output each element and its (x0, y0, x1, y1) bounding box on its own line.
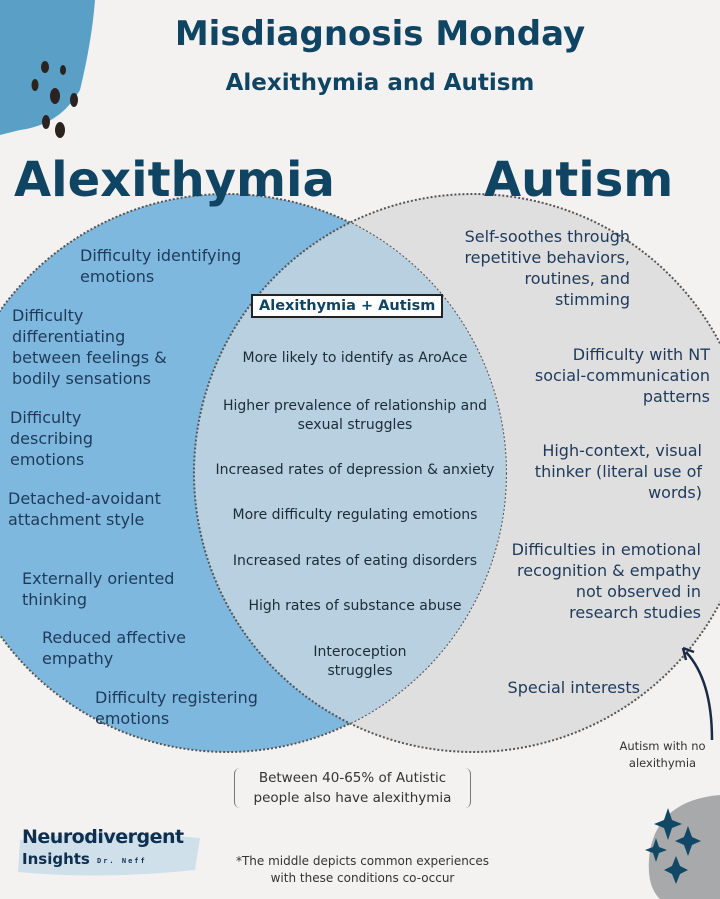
arrow-icon (685, 651, 714, 741)
left-item: Difficulty registering emotions (95, 688, 258, 728)
left-item: Difficulty differentiating between feeli… (12, 306, 167, 388)
brand-author: Dr. Neff (97, 857, 147, 865)
left-item: Detached-avoidant attachment style (8, 489, 161, 529)
left-item: Reduced affective empathy (42, 628, 186, 668)
overlap-item: Interoception struggles (313, 644, 407, 679)
brand-line2: Insights (22, 850, 90, 868)
decorative-dots (31, 61, 78, 138)
arrow-note: Autism with no alexithymia (619, 739, 706, 770)
overlap-item: More difficulty regulating emotions (232, 507, 478, 523)
left-item: Difficulty identifying emotions (80, 246, 242, 286)
right-item: Self-soothes through repetitive behavior… (464, 227, 630, 309)
alexithymia-heading: Alexithymia (14, 152, 335, 208)
left-item: Externally oriented thinking (22, 569, 175, 609)
sparkle-icons (645, 808, 701, 884)
right-item: Difficulty with NT social-communication … (534, 345, 710, 406)
bottom-right-gray-blob (648, 795, 720, 899)
page-subtitle: Alexithymia and Autism (225, 70, 535, 96)
left-item: Difficulty describing emotions (10, 408, 94, 469)
overlap-item: Higher prevalence of relationship and se… (223, 398, 487, 433)
brand-brush-background (18, 833, 200, 876)
right-item: Special interests (507, 678, 640, 697)
stat-note: Between 40-65% of Autistic people also h… (234, 768, 471, 808)
page-title: Misdiagnosis Monday (174, 14, 586, 54)
footnote: *The middle depicts common experiences w… (235, 854, 490, 885)
overlap-item: Increased rates of depression & anxiety (215, 462, 495, 478)
overlap-item: More likely to identify as AroAce (242, 350, 468, 366)
right-item: Difficulties in emotional recognition & … (511, 540, 701, 622)
overlap-label: Alexithymia + Autism (251, 294, 444, 318)
brand-line1: Neurodivergent (22, 826, 184, 848)
overlap-item: High rates of substance abuse (248, 598, 462, 614)
overlap-item: Increased rates of eating disorders (232, 553, 478, 569)
right-item: High-context, visual thinker (literal us… (534, 441, 702, 502)
autism-heading: Autism (484, 152, 674, 208)
overlap-region (193, 194, 506, 752)
